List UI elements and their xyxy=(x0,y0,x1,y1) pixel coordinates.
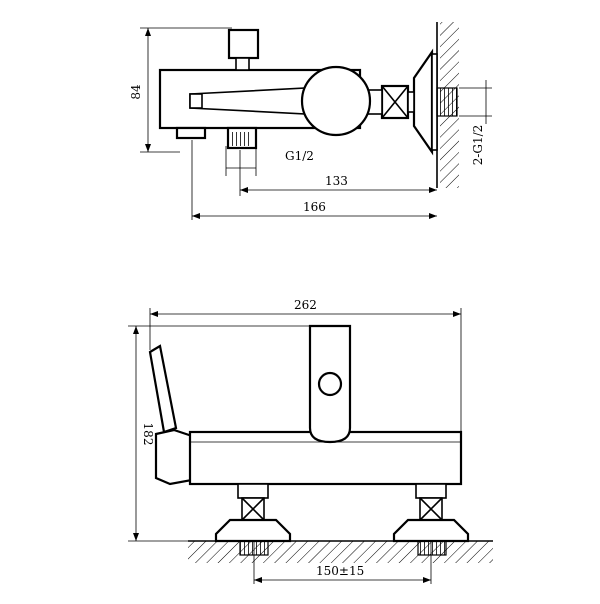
top-view: 84 G1/2 133 166 xyxy=(129,22,492,220)
dim-166-label: 166 xyxy=(303,200,326,214)
dimension-262: 262 xyxy=(149,298,462,432)
dim-2g12-label: 2-G1/2 xyxy=(471,125,485,166)
dim-262-label: 262 xyxy=(294,298,317,312)
right-connector xyxy=(392,483,470,556)
left-connector xyxy=(214,483,292,556)
dimension-133: 133 xyxy=(239,150,437,196)
cartridge-dome xyxy=(300,65,372,137)
dim-133-label: 133 xyxy=(325,174,348,188)
dimension-84: 84 xyxy=(129,27,232,153)
hose-outlet xyxy=(226,126,258,150)
wall-flange xyxy=(412,48,438,156)
lever-handle xyxy=(148,344,194,486)
dim-g12-label: G1/2 xyxy=(285,149,314,163)
front-view: 262 182 xyxy=(128,298,493,584)
dimension-2g12: 2-G1/2 xyxy=(459,80,492,165)
threaded-inlet xyxy=(436,87,458,117)
dimension-150: 150±15 xyxy=(253,540,432,584)
dimension-g12: G1/2 xyxy=(225,146,314,176)
spout-outlet xyxy=(175,126,207,140)
dim-84-label: 84 xyxy=(129,84,143,100)
floor-hatch xyxy=(188,540,493,563)
dim-182-label: 182 xyxy=(141,423,155,446)
dimension-166: 166 xyxy=(191,140,437,220)
union-nut xyxy=(365,84,415,120)
dim-150-label: 150±15 xyxy=(316,564,364,578)
diverter-post xyxy=(308,324,352,444)
diverter-knob xyxy=(227,28,260,71)
